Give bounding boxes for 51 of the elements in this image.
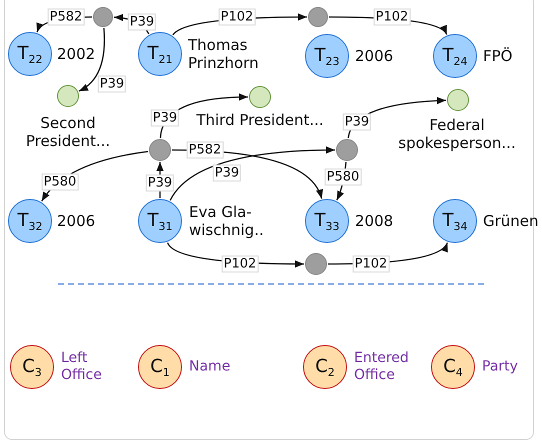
edge-label: P102	[218, 8, 256, 26]
node-caption: 2002	[57, 45, 96, 63]
edge-label: P39	[128, 14, 156, 30]
node-caption: Entered Office	[354, 350, 410, 384]
entity-circle: T$_{22}$	[8, 32, 52, 76]
node-caption: Left Office	[61, 350, 103, 384]
edge-label: P102	[374, 8, 410, 26]
node-caption: Grünen	[483, 212, 540, 230]
edge-label: P102	[222, 256, 258, 272]
node-caption: Federal spokesperson...	[397, 116, 517, 152]
entity-circle: C$_{4}$	[431, 345, 475, 389]
edge-label: P102	[352, 256, 390, 272]
entity-circle: T$_{34}$	[433, 199, 477, 243]
edge-label: P580	[324, 168, 362, 186]
node-caption: Eva Gla- wischnig..	[189, 203, 265, 239]
node-caption: 2006	[57, 212, 96, 230]
blank-circle	[149, 139, 171, 161]
entity-circle: T$_{31}$	[138, 199, 182, 243]
node-caption: Thomas Prinzhorn	[188, 36, 260, 72]
blank-circle	[93, 7, 113, 27]
entity-circle: C$_{2}$	[303, 345, 347, 389]
edge-label: P39	[98, 76, 126, 92]
node-caption: Party	[482, 358, 519, 376]
node-caption: FPÖ	[483, 47, 514, 65]
edge-label: P39	[342, 114, 372, 130]
node-caption: Name	[189, 358, 232, 376]
entity-circle: C$_{3}$	[10, 345, 54, 389]
blank-circle	[308, 7, 328, 27]
blank-circle	[447, 89, 469, 111]
node-caption: 2006	[355, 47, 394, 65]
edge-label: P582	[186, 142, 224, 158]
blank-circle	[57, 85, 79, 107]
arrow	[78, 28, 105, 92]
edge-label: P580	[42, 174, 78, 190]
node-caption: Third President...	[195, 111, 325, 129]
entity-circle: T$_{33}$	[305, 199, 349, 243]
blank-circle	[249, 86, 271, 108]
arrow	[170, 146, 336, 201]
edge-label: P39	[150, 110, 180, 126]
entity-circle: T$_{32}$	[8, 199, 52, 243]
edge-label: P582	[48, 8, 84, 26]
blank-circle	[336, 139, 358, 161]
entity-circle: T$_{24}$	[433, 34, 477, 78]
blank-circle	[305, 253, 327, 275]
edge-label: P39	[146, 174, 174, 192]
edge-label: P39	[212, 164, 242, 182]
node-caption: 2008	[355, 212, 394, 230]
entity-circle: T$_{21}$	[138, 32, 182, 76]
entity-circle: T$_{23}$	[305, 34, 349, 78]
node-caption: Second President...	[24, 114, 112, 150]
entity-circle: C$_{1}$	[138, 345, 182, 389]
